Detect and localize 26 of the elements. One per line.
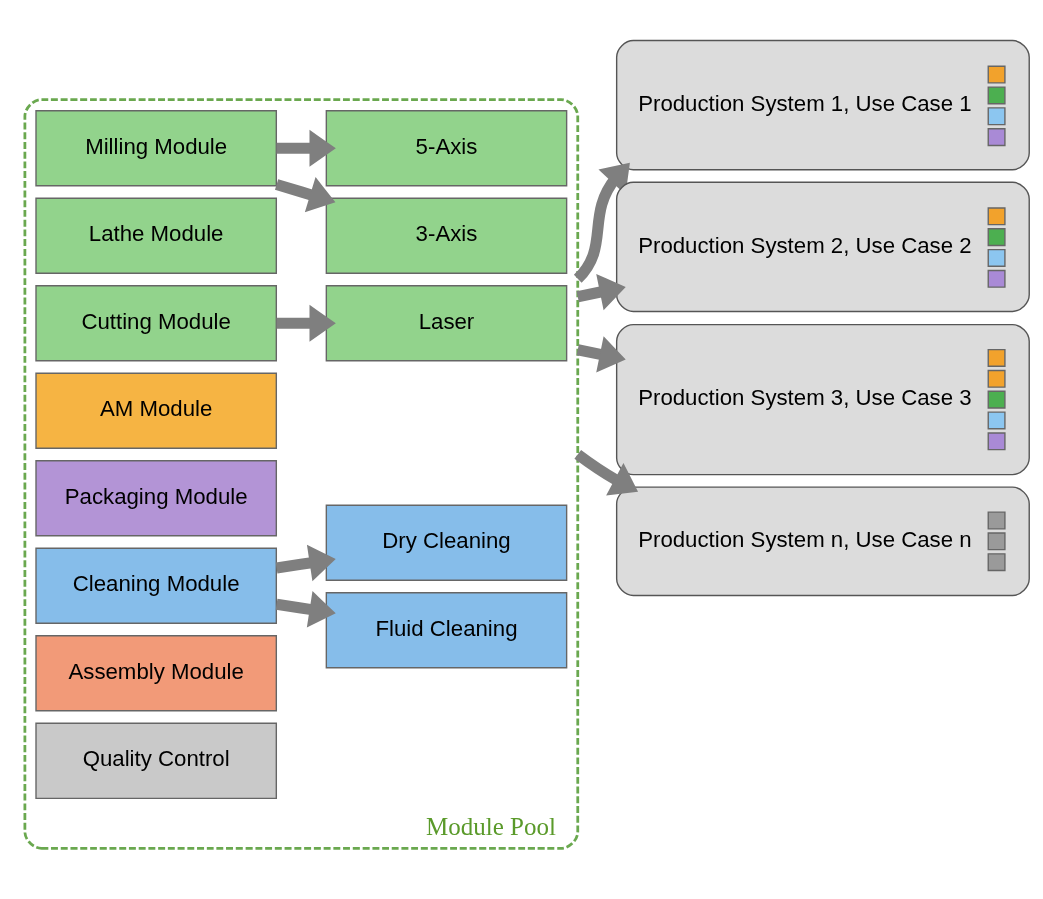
- node-box: AM Module: [35, 372, 277, 449]
- arrow: [576, 335, 626, 372]
- node-box: 3-Axis: [325, 197, 568, 274]
- node-box: Laser: [325, 284, 568, 361]
- node-box: Quality Control: [35, 722, 277, 799]
- arrow: [574, 449, 639, 496]
- node-box: Packaging Module: [35, 459, 277, 536]
- node-box: Milling Module: [35, 109, 277, 186]
- node-box: Assembly Module: [35, 634, 277, 711]
- arrow: [276, 129, 336, 167]
- node-box: Production System 3, Use Case 3: [615, 323, 1030, 475]
- node-box: Production System n, Use Case n: [615, 485, 1030, 596]
- arrow: [275, 590, 336, 628]
- arrow: [576, 273, 626, 310]
- arrow: [573, 162, 630, 282]
- node-box: 5-Axis: [325, 109, 568, 186]
- node-box: Cleaning Module: [35, 547, 277, 624]
- node-box: Production System 1, Use Case 1: [615, 39, 1030, 170]
- arrow: [275, 544, 336, 581]
- arrow: [274, 176, 336, 212]
- node-box: Cutting Module: [35, 284, 277, 361]
- node-box: Dry Cleaning: [325, 504, 568, 581]
- arrow: [276, 304, 336, 342]
- node-box: Production System 2, Use Case 2: [615, 181, 1030, 312]
- node-box: Lathe Module: [35, 197, 277, 274]
- node-box: Fluid Cleaning: [325, 591, 568, 668]
